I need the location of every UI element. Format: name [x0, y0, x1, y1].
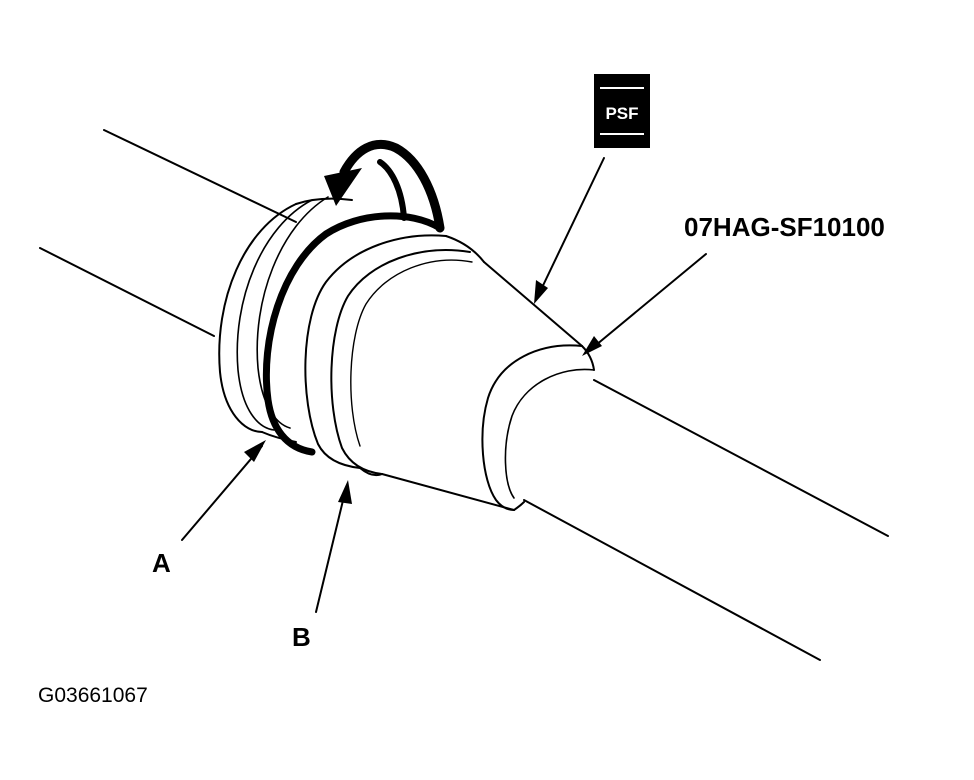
tool-number-label: 07HAG-SF10100 — [684, 212, 885, 242]
o-ring — [262, 212, 444, 456]
rack-shaft-left — [39, 129, 297, 337]
part-a-label: A — [152, 548, 171, 578]
badge-label: PSF — [605, 104, 638, 123]
psf-fluid-badge-icon: PSF — [594, 74, 650, 148]
rack-shaft-right — [523, 379, 889, 661]
leader-lines — [181, 157, 707, 613]
rotation-arrow-icon — [324, 139, 445, 233]
installer-tool — [304, 234, 595, 511]
part-b-label: B — [292, 622, 311, 652]
figure-id: G03661067 — [38, 684, 148, 707]
seal-ring-a — [218, 196, 353, 443]
